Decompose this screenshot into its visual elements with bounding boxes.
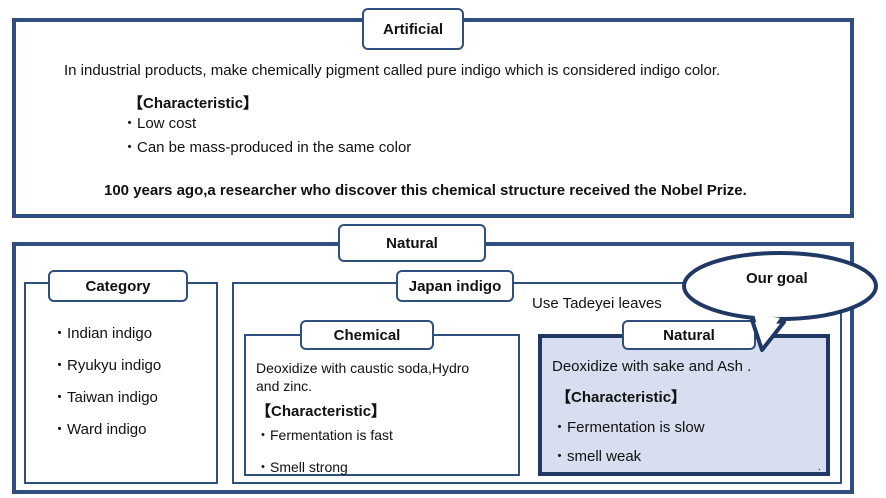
category-box — [24, 282, 218, 484]
natural-title: Natural — [338, 224, 486, 262]
tadeyei-note: Use Tadeyei leaves — [532, 295, 662, 312]
chemical-title: Chemical — [300, 320, 434, 350]
category-item: ・Ryukyu indigo — [52, 357, 162, 374]
natural-method-item: ・Fermentation is slow — [552, 419, 705, 436]
category-item: ・Ward indigo — [52, 421, 147, 438]
natural-method-title: Natural — [622, 320, 756, 350]
our-goal-label: Our goal — [746, 270, 808, 287]
natural-method-box — [538, 334, 830, 476]
chemical-item: ・Smell strong — [256, 459, 348, 475]
callout-bubble-ellipse — [682, 251, 878, 321]
artificial-characteristic-heading: 【Characteristic】 — [128, 95, 259, 112]
category-item: ・Taiwan indigo — [52, 389, 158, 406]
japan-indigo-title: Japan indigo — [396, 270, 514, 302]
nobel-statement: 100 years ago,a researcher who discover … — [104, 182, 747, 199]
category-title: Category — [48, 270, 188, 302]
artificial-intro: In industrial products, make chemically … — [64, 62, 721, 79]
chemical-item: ・Fermentation is fast — [256, 427, 393, 443]
artificial-item: ・Can be mass-produced in the same color — [122, 139, 412, 156]
chemical-description: Deoxidize with caustic soda,Hydro — [256, 360, 470, 376]
our-goal-callout — [682, 251, 878, 352]
artificial-item: ・Low cost — [122, 115, 197, 132]
chemical-characteristic-heading: 【Characteristic】 — [256, 403, 387, 420]
natural-method-characteristic-heading: 【Characteristic】 — [556, 389, 687, 406]
period-mark: . — [818, 462, 821, 473]
natural-method-description: Deoxidize with sake and Ash . — [552, 358, 752, 375]
category-item: ・Indian indigo — [52, 325, 153, 342]
chemical-box — [244, 334, 520, 476]
chemical-description-cont: and zinc. — [256, 378, 313, 394]
natural-method-item: ・smell weak — [552, 448, 642, 465]
artificial-title: Artificial — [362, 8, 464, 50]
